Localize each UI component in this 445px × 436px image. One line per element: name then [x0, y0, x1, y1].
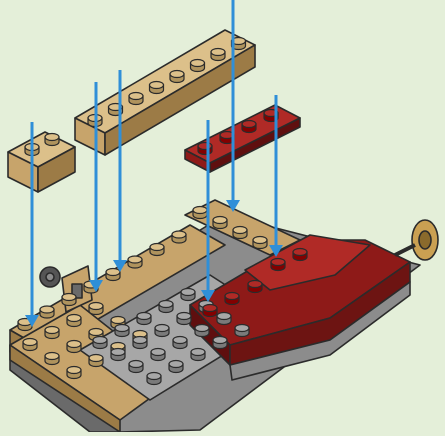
gray-stud	[195, 325, 209, 337]
tan-stud	[40, 306, 54, 318]
tan-stud	[150, 244, 164, 256]
red-stud	[271, 259, 285, 271]
red-stud	[198, 143, 212, 155]
gray-stud	[151, 349, 165, 361]
tan-stud	[62, 294, 76, 306]
tan-stud	[128, 256, 142, 268]
tan-stud	[150, 82, 164, 94]
tan-stud	[170, 71, 184, 83]
tan-stud	[211, 49, 225, 61]
tan-stud	[106, 269, 120, 281]
gray-stud	[173, 337, 187, 349]
gray-stud	[93, 337, 107, 349]
tan-stud	[23, 339, 37, 351]
gray-stud	[133, 337, 147, 349]
tan-stud	[45, 353, 59, 365]
gray-stud	[235, 325, 249, 337]
red-stud	[242, 121, 256, 133]
gray-stud	[217, 313, 231, 325]
red-stud	[203, 305, 217, 317]
gray-stud	[191, 349, 205, 361]
gray-stud	[137, 313, 151, 325]
gray-stud	[155, 325, 169, 337]
tan-stud	[193, 207, 207, 219]
floating-bricks	[8, 30, 300, 192]
tan-stud	[67, 367, 81, 379]
tan-stud	[172, 231, 186, 243]
tan-stud	[233, 227, 247, 239]
gray-stud	[181, 289, 195, 301]
gray-stud	[111, 349, 125, 361]
gray-stud	[159, 301, 173, 313]
tan-stud	[89, 355, 103, 367]
gray-stud	[129, 361, 143, 373]
gray-stud	[115, 325, 129, 337]
tan-stud	[191, 60, 205, 72]
gray-stud	[213, 337, 227, 349]
gray-stud	[147, 373, 161, 385]
red-stud	[293, 249, 307, 261]
gray-stud	[177, 313, 191, 325]
red-stud	[248, 281, 262, 293]
tan-stud	[213, 217, 227, 229]
tan-stud	[89, 303, 103, 315]
tan-stud	[67, 315, 81, 327]
tan-stud	[45, 134, 59, 146]
gear-axle	[395, 245, 415, 255]
tan-stud	[129, 93, 143, 105]
tan-stud	[67, 341, 81, 353]
gold-gear-hub	[419, 231, 431, 249]
tan-stud	[253, 237, 267, 249]
tan-stud	[45, 327, 59, 339]
gray-stud	[169, 361, 183, 373]
red-stud	[225, 293, 239, 305]
left-wheel-hub	[46, 273, 54, 281]
